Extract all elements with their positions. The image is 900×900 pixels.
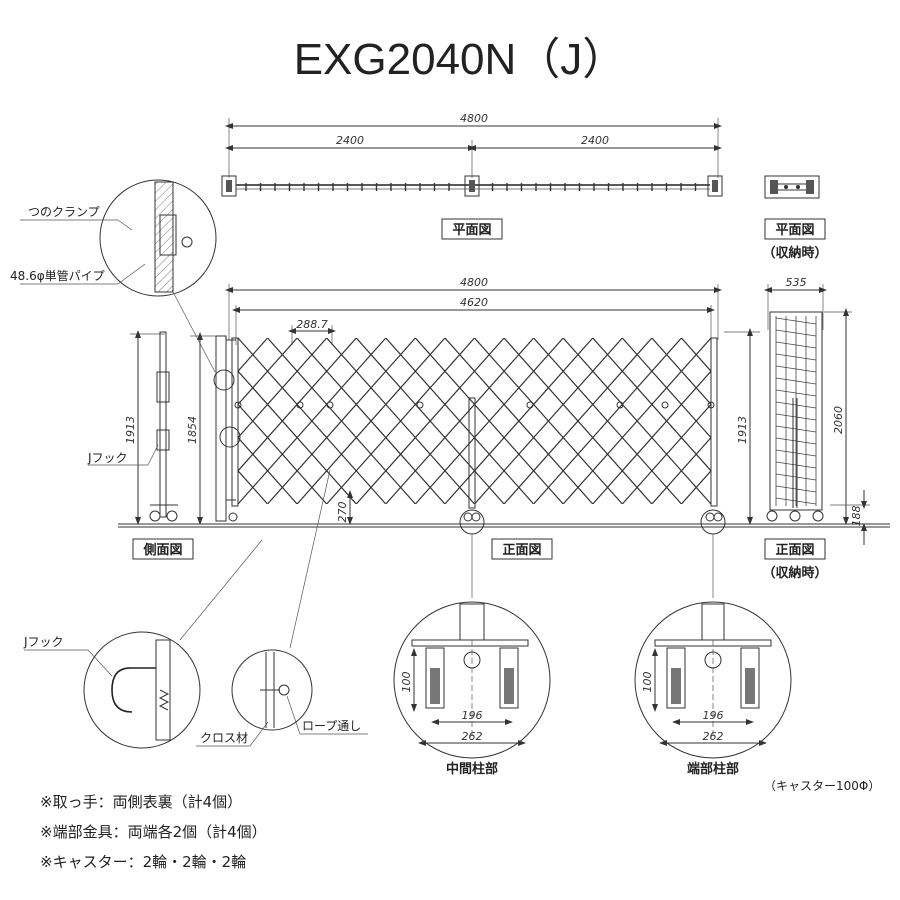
front-dim-height-outer: 1854 — [186, 416, 199, 444]
front-dim-inner: 4620 — [460, 296, 488, 309]
clamp-detail: つのクランプ 48.6φ単管パイプ — [10, 179, 217, 373]
stored-dim-bottom: 188 — [850, 506, 863, 527]
plan-view-stored: 平面図 （収納時） — [762, 175, 828, 261]
front-view-label: 正面図 — [502, 543, 541, 558]
lattice — [238, 338, 711, 504]
front-dim-height-right: 1913 — [736, 416, 749, 444]
clamp-label: つのクランプ — [28, 205, 100, 219]
mid-dim-outer: 262 — [462, 730, 483, 743]
stored-dim-width: 535 — [786, 276, 807, 289]
note-handles: ※取っ手：両側表裏（計4個） — [40, 793, 243, 811]
plan-view-label: 平面図 — [452, 223, 491, 238]
ground-line — [118, 523, 890, 528]
mid-dim-height: 100 — [400, 672, 413, 693]
plan-stored-label-1: 平面図 — [775, 223, 814, 238]
end-post-label: 端部柱部 — [687, 761, 739, 777]
front-dim-pitch: 288.7 — [296, 318, 328, 331]
cross-detail: クロス材 ロープ通し — [196, 649, 368, 747]
front-dim-total: 4800 — [460, 276, 488, 289]
front-dim-bottom: 270 — [336, 502, 349, 523]
caster-note: （キャスター100Φ） — [764, 779, 880, 793]
end-dim-height: 100 — [641, 672, 654, 693]
plan-dim-right: 2400 — [581, 134, 609, 147]
front-stored-label-1: 正面図 — [775, 543, 814, 558]
end-dim-outer: 262 — [703, 730, 724, 743]
plan-dim-left: 2400 — [336, 134, 364, 147]
side-dim-height: 1913 — [124, 416, 137, 444]
front-stored-label-2: （収納時） — [762, 565, 827, 581]
hook-detail: Jフック — [23, 631, 201, 749]
stored-dim-height: 2060 — [832, 406, 845, 434]
plan-dim-total: 4800 — [460, 112, 488, 125]
pipe-label: 48.6φ単管パイプ — [10, 268, 105, 283]
note-casters: ※キャスター：2輪・2輪・2輪 — [40, 853, 247, 871]
plan-view: 4800 2400 2400 平面図 — [221, 112, 723, 240]
plan-stored-label-2: （収納時） — [762, 245, 827, 261]
end-dim-inner: 196 — [703, 709, 724, 722]
cross-label: クロス材 — [200, 731, 248, 745]
hook-detail-label: Jフック — [23, 635, 64, 649]
mid-dim-inner: 196 — [462, 709, 483, 722]
front-view-stored: 535 2060 188 正面図 （収納時） — [762, 276, 870, 581]
end-post-detail: 100 196 262 端部柱部 — [634, 601, 792, 777]
side-hook-label: Jフック — [87, 451, 128, 465]
middle-post-label: 中間柱部 — [446, 761, 498, 777]
side-view-label: 側面図 — [142, 542, 182, 558]
side-view: 1913 Jフック 側面図 — [87, 330, 194, 560]
front-view: 4800 4620 288.7 1854 1913 270 — [179, 276, 760, 649]
drawing-title: EXG2040N（J） — [294, 35, 627, 84]
middle-post-detail: 100 196 262 中間柱部 — [393, 601, 551, 777]
note-end-fittings: ※端部金具：両端各2個（計4個） — [40, 823, 267, 841]
rope-label: ロープ通し — [302, 719, 361, 733]
